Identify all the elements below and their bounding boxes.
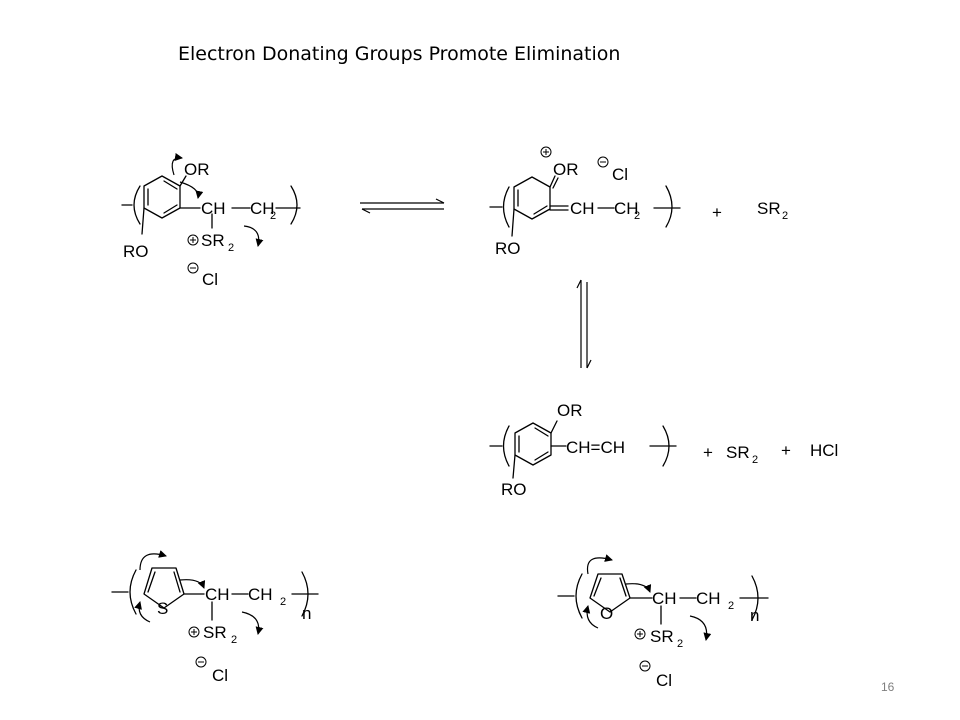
ro-label: RO	[501, 480, 527, 499]
or-label: OR	[553, 160, 579, 179]
subscript-2: 2	[677, 638, 683, 650]
subscript-2: 2	[728, 600, 734, 612]
sulfur-label: S	[157, 599, 168, 618]
plus-sign: +	[781, 441, 791, 460]
sr-label: SR	[203, 623, 227, 642]
reactant-structure	[121, 153, 301, 274]
plus-sign: +	[703, 443, 713, 462]
subscript-2: 2	[228, 242, 234, 254]
cl-label: Cl	[202, 270, 218, 289]
cl-label: Cl	[612, 165, 628, 184]
ch-label: CH	[201, 199, 226, 218]
or-label: OR	[557, 401, 583, 420]
ro-label: RO	[123, 242, 149, 261]
plus-sign: +	[712, 203, 722, 222]
ch2-label: CH	[696, 589, 721, 608]
sr-label: SR	[726, 443, 750, 462]
sr-label: SR	[201, 231, 225, 250]
hcl-label: HCl	[810, 441, 838, 460]
subscript-2: 2	[231, 634, 237, 646]
furan-structure	[557, 554, 769, 672]
ch-label: CH	[205, 585, 230, 604]
ch-ch-label: CH=CH	[566, 438, 625, 457]
thiophene-structure	[111, 550, 319, 668]
subscript-2: 2	[634, 210, 640, 222]
ro-label: RO	[495, 239, 521, 258]
ch-label: CH	[570, 199, 595, 218]
slide-title: Electron Donating Groups Promote Elimina…	[178, 43, 621, 65]
subscript-2: 2	[280, 596, 286, 608]
cl-label: Cl	[212, 666, 228, 685]
subscript-2: 2	[270, 210, 276, 222]
equilibrium-arrow-horizontal	[360, 198, 445, 214]
ch2-label: CH	[250, 199, 275, 218]
sr-label: SR	[757, 199, 781, 218]
subscript-2: 2	[752, 454, 758, 466]
ch2-label: CH	[248, 585, 273, 604]
cl-label: Cl	[656, 671, 672, 690]
intermediate-structure	[489, 146, 681, 237]
subscript-2: 2	[782, 210, 788, 222]
ch-label: CH	[652, 589, 677, 608]
ch2-label: CH	[614, 199, 639, 218]
product-structure	[489, 420, 677, 479]
equilibrium-arrow-vertical	[576, 279, 592, 369]
repeat-unit-n: n	[302, 604, 311, 623]
repeat-unit-n: n	[750, 606, 759, 625]
or-label: OR	[184, 160, 210, 179]
sr-label: SR	[650, 627, 674, 646]
page-number: 16	[881, 680, 895, 694]
oxygen-label: O	[600, 604, 613, 623]
